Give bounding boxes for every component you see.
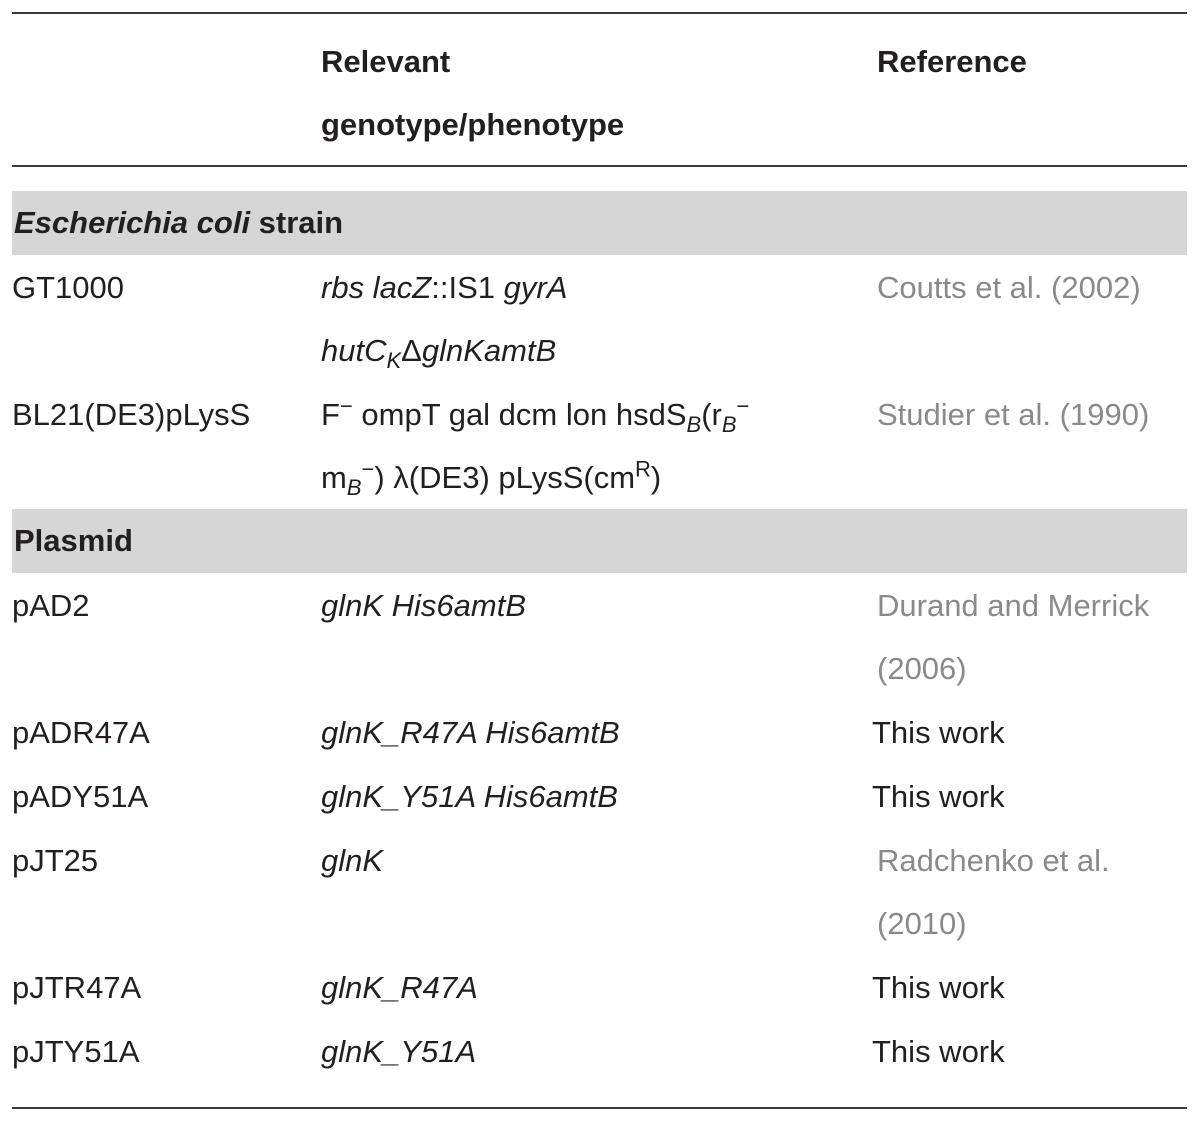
row-pady51a-name: pADY51A (12, 779, 149, 814)
row-bl21-genotype-line2: mB−) λ(DE3) pLysS(cmR) (321, 456, 662, 501)
row-pjtr47a-reference: This work (872, 970, 1005, 1005)
row-pad2-genotype: glnK His6amtB (321, 588, 527, 623)
section-plasmid-band: Plasmid (12, 509, 1187, 573)
table-bottom-rule (12, 1107, 1187, 1109)
row-pjtr47a-genotype: glnK_R47A (321, 970, 478, 1005)
section-plasmid-label: Plasmid (14, 523, 133, 558)
row-pjt25-reference-line2[interactable]: (2010) (877, 906, 967, 941)
row-pjty51a-reference: This work (872, 1034, 1005, 1069)
row-pad2-reference-line1[interactable]: Durand and Merrick (877, 588, 1150, 623)
row-gt1000-name: GT1000 (12, 270, 125, 305)
header-genotype-line1: Relevant (321, 44, 451, 79)
row-pjtr47a-name: pJTR47A (12, 970, 142, 1005)
row-pjt25-genotype: glnK (321, 843, 384, 878)
row-padr47a-genotype: glnK_R47A His6amtB (321, 715, 620, 750)
row-bl21-genotype-line1: F− ompT gal dcm lon hsdSB(rB− (321, 393, 750, 438)
table-header-rule (12, 165, 1187, 167)
row-pjt25-name: pJT25 (12, 843, 99, 878)
table-top-rule (12, 12, 1187, 14)
header-genotype-line2: genotype/phenotype (321, 107, 625, 142)
row-gt1000-reference[interactable]: Coutts et al. (2002) (877, 270, 1141, 305)
row-pjty51a-name: pJTY51A (12, 1034, 140, 1069)
row-pjty51a-genotype: glnK_Y51A (321, 1034, 477, 1069)
row-pad2-name: pAD2 (12, 588, 90, 623)
row-pady51a-genotype: glnK_Y51A His6amtB (321, 779, 618, 814)
row-pjt25-reference-line1[interactable]: Radchenko et al. (877, 843, 1110, 878)
row-pady51a-reference: This work (872, 779, 1005, 814)
header-reference: Reference (877, 44, 1027, 79)
row-pad2-reference-line2[interactable]: (2006) (877, 651, 967, 686)
row-padr47a-reference: This work (872, 715, 1005, 750)
row-gt1000-genotype-line2: hutCKΔglnKamtB (321, 333, 557, 374)
row-gt1000-genotype-line1: rbs lacZ::IS1 gyrA (321, 270, 568, 305)
row-bl21-reference[interactable]: Studier et al. (1990) (877, 397, 1150, 432)
section-strain-label: Escherichia coli strain (14, 205, 344, 240)
row-padr47a-name: pADR47A (12, 715, 150, 750)
row-bl21-name: BL21(DE3)pLysS (12, 397, 251, 432)
section-strain-band: Escherichia coli strain (12, 191, 1187, 255)
